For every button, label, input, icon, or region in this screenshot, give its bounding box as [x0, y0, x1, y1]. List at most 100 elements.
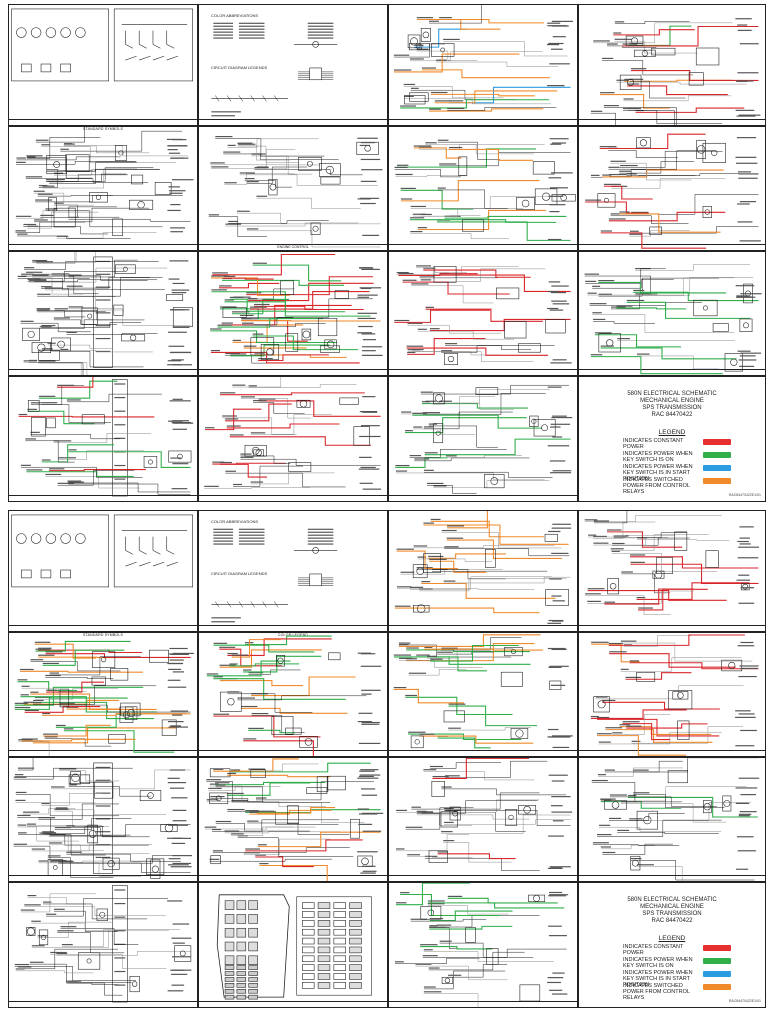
- component-box: [518, 805, 537, 815]
- text-placeholder: [417, 227, 428, 229]
- text-placeholder: [422, 412, 441, 414]
- cell-header: COLOR LEGEND: [277, 633, 309, 637]
- component-box: [333, 902, 346, 909]
- component-box: [668, 690, 693, 710]
- text-placeholder: [552, 436, 563, 438]
- text-placeholder: [357, 312, 377, 314]
- text-placeholder: [359, 482, 373, 484]
- text-placeholder: [445, 775, 460, 777]
- text-placeholder: [243, 345, 257, 347]
- text-placeholder: [224, 182, 237, 184]
- text-placeholder: [429, 925, 438, 927]
- text-placeholder: [548, 666, 562, 668]
- text-placeholder: [736, 868, 749, 870]
- text-placeholder: [427, 900, 445, 902]
- text-placeholder: [168, 864, 189, 866]
- text-placeholder: [403, 83, 416, 86]
- component-box: [316, 776, 329, 793]
- text-placeholder: [15, 799, 26, 801]
- component-box: [496, 287, 520, 300]
- title-line: SPS TRANSMISSION: [642, 911, 702, 917]
- wire: [617, 832, 719, 834]
- text-placeholder: [446, 537, 464, 539]
- symbol-circle: [523, 806, 531, 814]
- component-box: [268, 178, 278, 196]
- wire: [60, 130, 183, 152]
- component-box: [248, 900, 258, 910]
- text-placeholder: [437, 851, 449, 853]
- wire: [431, 93, 535, 97]
- wire: [413, 147, 462, 159]
- text-placeholder: [740, 794, 756, 796]
- wire: [37, 195, 113, 197]
- wire: [237, 695, 367, 701]
- text-placeholder: [42, 185, 55, 187]
- wire: [635, 264, 750, 271]
- text-placeholder: [612, 542, 625, 545]
- wire: [420, 208, 524, 217]
- text-placeholder: [29, 359, 38, 362]
- wire: [66, 853, 181, 862]
- symbol-circle: [75, 27, 86, 38]
- text-placeholder: [219, 664, 236, 666]
- text-placeholder: [95, 337, 111, 340]
- wire: [38, 862, 142, 877]
- symbol-circle: [702, 305, 708, 311]
- text-placeholder: [735, 18, 752, 20]
- wire: [404, 98, 551, 105]
- text-placeholder: [45, 473, 62, 476]
- wire: [605, 729, 713, 743]
- component-box: [26, 927, 36, 936]
- wire: [68, 259, 138, 278]
- text-placeholder: [600, 798, 616, 800]
- component-box: [449, 806, 461, 821]
- text-placeholder: [169, 192, 183, 194]
- component-box: [667, 770, 688, 784]
- component-box: [224, 971, 235, 976]
- component-box: [280, 280, 294, 295]
- text-placeholder: [213, 37, 233, 39]
- wire: [600, 786, 747, 802]
- text-placeholder: [361, 693, 372, 695]
- wire: [47, 344, 113, 349]
- text-placeholder: [37, 309, 50, 311]
- wire: [209, 858, 333, 862]
- component-box: [695, 47, 720, 66]
- wire: [237, 212, 381, 225]
- schematic-drawing: [590, 18, 761, 125]
- text-placeholder: [211, 828, 222, 831]
- text-placeholder: [238, 22, 265, 24]
- wire: [620, 803, 727, 823]
- text-placeholder: [360, 287, 372, 290]
- text-placeholder: [549, 989, 563, 991]
- symbol-circle: [16, 533, 27, 544]
- wire: [230, 344, 330, 357]
- wire: [620, 642, 753, 662]
- component-box: [129, 975, 140, 993]
- text-placeholder: [405, 430, 413, 432]
- wire: [46, 898, 169, 917]
- text-placeholder: [735, 710, 751, 712]
- text-placeholder: [548, 774, 568, 776]
- text-placeholder: [229, 663, 238, 665]
- text-placeholder: [629, 818, 643, 820]
- text-placeholder: [42, 348, 53, 350]
- wire: [215, 786, 331, 803]
- wire: [208, 786, 281, 791]
- symbol-circle: [743, 322, 749, 329]
- wire: [48, 844, 150, 854]
- wire: [633, 794, 725, 808]
- text-placeholder: [552, 600, 565, 602]
- text-placeholder: [626, 299, 645, 302]
- wire: [232, 377, 282, 388]
- text-placeholder: [238, 534, 265, 536]
- wire: [437, 221, 571, 241]
- title-line: 580N ELECTRICAL SCHEMATIC: [627, 391, 717, 397]
- component-box: [433, 392, 445, 405]
- symbol-circle: [215, 795, 222, 802]
- text-placeholder: [16, 161, 26, 163]
- legend-swatch: [703, 452, 731, 458]
- text-placeholder: [172, 855, 193, 857]
- symbol-circle: [603, 197, 609, 203]
- text-placeholder: [114, 943, 126, 945]
